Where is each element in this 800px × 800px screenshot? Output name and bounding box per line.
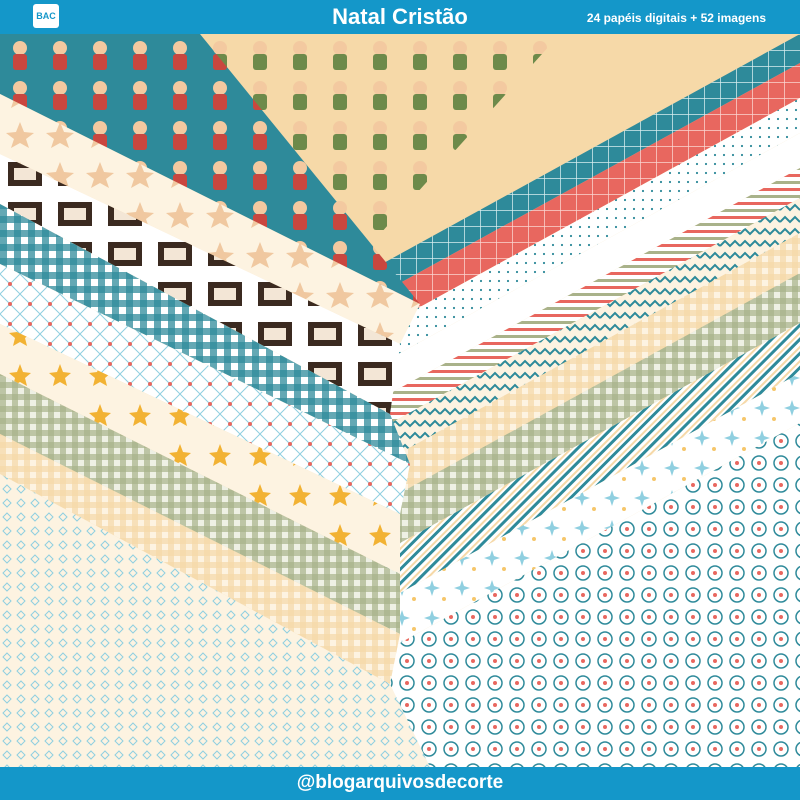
- left-paper-stack: [0, 34, 560, 767]
- footer-bar: @blogarquivosdecorte: [0, 767, 800, 800]
- brand-logo: BAC: [33, 4, 59, 28]
- paper-fan-collage: [0, 34, 800, 767]
- header-bar: BAC Natal Cristão 24 papéis digitais + 5…: [0, 0, 800, 34]
- product-subtitle: 24 papéis digitais + 52 imagens: [586, 11, 766, 25]
- page-title: Natal Cristão: [332, 4, 468, 29]
- right-paper-stack: [0, 34, 800, 767]
- social-handle: @blogarquivosdecorte: [296, 772, 504, 793]
